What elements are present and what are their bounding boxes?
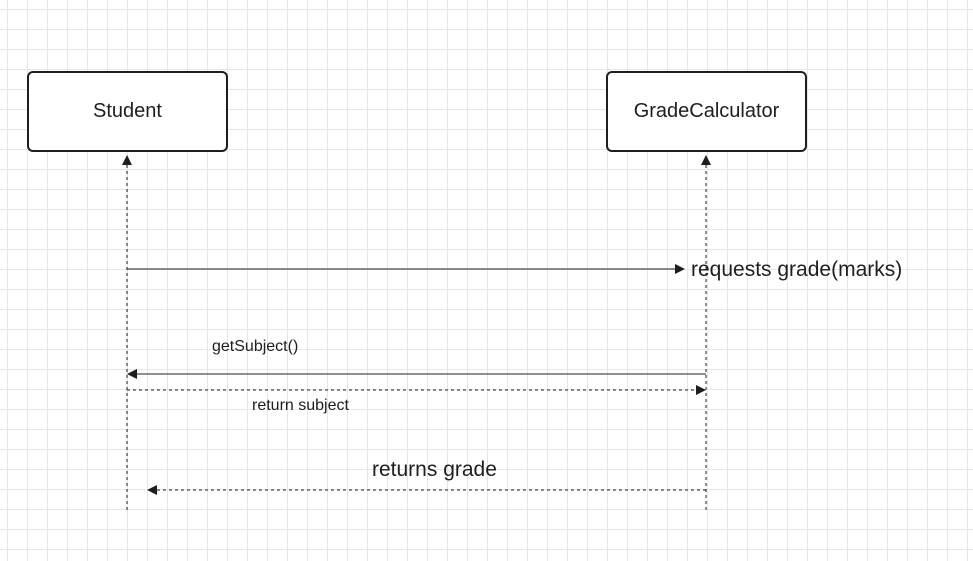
participant-student[interactable]: Student xyxy=(27,71,228,152)
returns-grade-label: returns grade xyxy=(372,458,497,481)
get-subject-label: getSubject() xyxy=(212,338,299,355)
participant-gradecalculator-label: GradeCalculator xyxy=(633,100,780,122)
participant-student-label: Student xyxy=(93,100,162,122)
requests-grade-label: requests grade(marks) xyxy=(691,258,903,281)
return-subject-label: return subject xyxy=(252,397,349,414)
participant-gradecalculator[interactable]: GradeCalculator xyxy=(606,71,807,152)
